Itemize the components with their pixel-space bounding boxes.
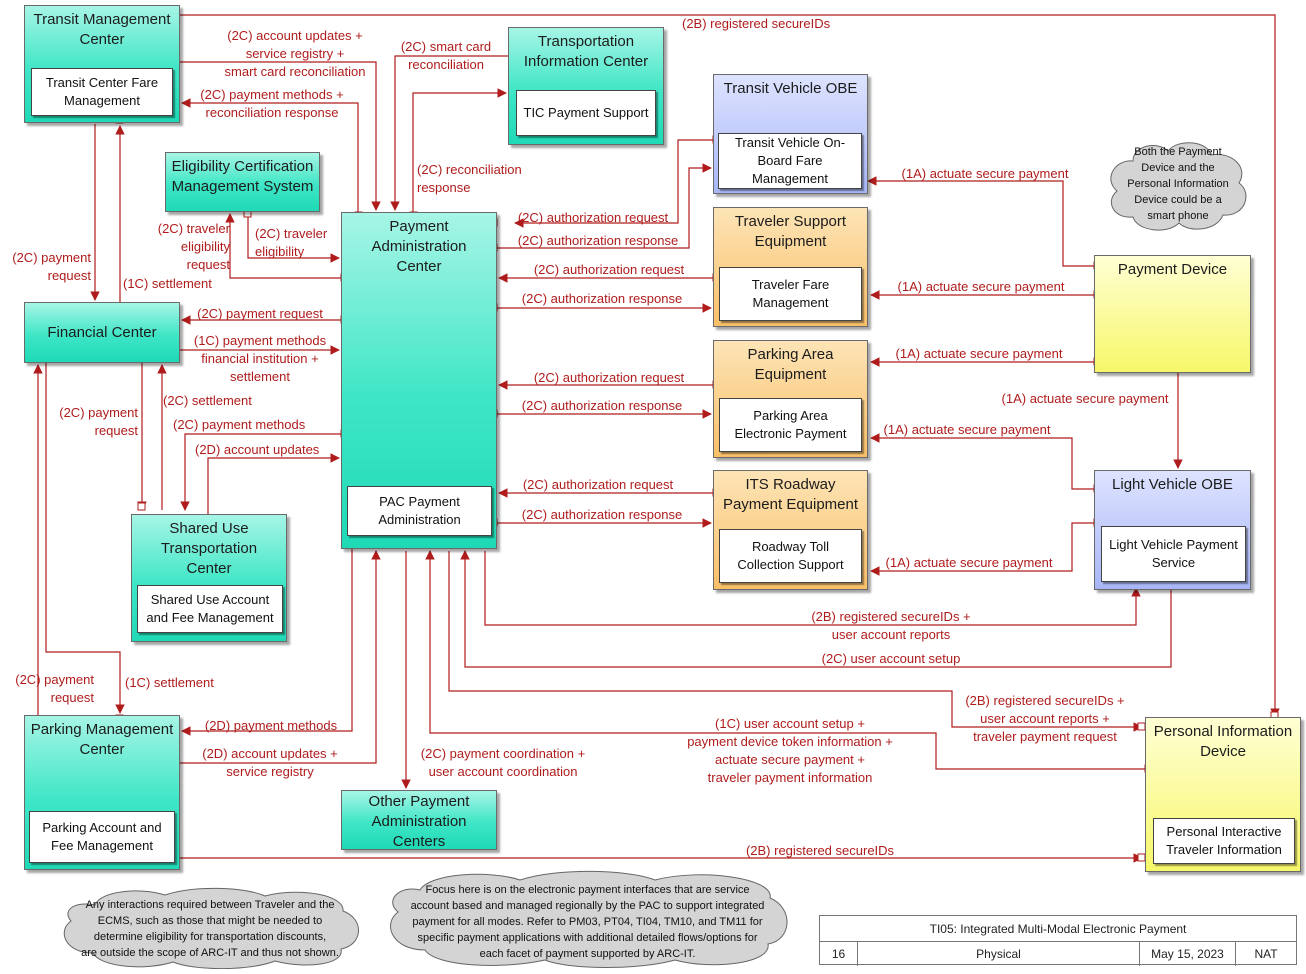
flow-label: (1A) actuate secure payment	[897, 279, 1065, 294]
node-title: ITS Roadway Payment Equipment	[722, 476, 859, 513]
transit-vehicle-obe[interactable]: Transit Vehicle OBE Transit Vehicle On- …	[713, 74, 868, 194]
node-title: Shared Use Transportation Center	[160, 520, 258, 577]
flow-label: (2C) payment request	[15, 672, 94, 705]
node-subsystem[interactable]: Shared Use Account and Fee Management	[137, 585, 283, 633]
parking-area-equipment[interactable]: Parking Area Equipment Parking Area Elec…	[713, 340, 868, 458]
node-subsystem[interactable]: PAC Payment Administration	[347, 486, 492, 536]
flow-label: (2C) payment coordination + user account…	[420, 746, 586, 779]
flow-label: (1A) actuate secure payment	[883, 422, 1051, 437]
node-title: Traveler Support Equipment	[734, 213, 847, 250]
parking-management-center[interactable]: Parking Management Center Parking Accoun…	[24, 715, 180, 870]
node-title: Transit Management Center	[33, 11, 171, 48]
flow-label: (2C) smart card reconciliation	[400, 39, 492, 72]
author: NAT	[1254, 946, 1278, 961]
node-title: Parking Management Center	[30, 721, 174, 758]
note-smart-phone: Both the Payment Device and the Personal…	[1127, 146, 1229, 222]
node-subsystem[interactable]: Light Vehicle Payment Service	[1101, 526, 1246, 582]
node-title: Light Vehicle OBE	[1112, 476, 1233, 493]
flow-label: (2C) authorization request	[533, 370, 685, 385]
flow-label: (2C) authorization response	[521, 507, 683, 522]
page-number: 16	[820, 941, 858, 966]
flow-label: (2C) payment request	[197, 306, 323, 321]
flow-label: (2B) registered secureIDs	[745, 843, 895, 858]
node-title: Transportation Information Center	[523, 33, 649, 70]
flow-label: (2C) authorization request	[517, 210, 669, 225]
flow-label: (1A) actuate secure payment	[901, 166, 1069, 181]
diagram-title: TI05: Integrated Multi-Modal Electronic …	[929, 921, 1187, 936]
node-subsystem[interactable]: Personal Interactive Traveler Informatio…	[1153, 818, 1295, 864]
note-cloud	[63, 887, 359, 969]
node-subsystem[interactable]: Traveler Fare Management	[719, 267, 862, 321]
flow-label: (2B) registered secureIDs + user account…	[811, 609, 971, 642]
flow-label: (2C) payment methods + reconciliation re…	[200, 87, 344, 120]
node-subsystem[interactable]: Parking Area Electronic Payment	[719, 398, 862, 452]
node-title: Personal Information Device	[1153, 723, 1293, 760]
flow-label: (2C) reconciliation response	[417, 162, 522, 195]
flow-label: (2C) authorization request	[533, 262, 685, 277]
flow-label: (2B) registered secureIDs + user account…	[965, 693, 1125, 744]
node-subsystem[interactable]: Transit Center Fare Management	[31, 68, 173, 116]
light-vehicle-obe[interactable]: Light Vehicle OBE Light Vehicle Payment …	[1094, 470, 1251, 590]
flow-label: (1A) actuate secure payment	[895, 346, 1063, 361]
shared-use-transportation-center[interactable]: Shared Use Transportation Center Shared …	[131, 514, 287, 642]
flow-label: (2D) payment methods	[204, 718, 338, 733]
financial-center[interactable]: Financial Center	[24, 302, 180, 363]
node-title: Payment Device	[1117, 261, 1228, 278]
flow-label: (1A) actuate secure payment	[1001, 391, 1169, 406]
flow-label: (2C) authorization response	[521, 398, 683, 413]
flow-label: (1C) payment methods financial instituti…	[193, 333, 327, 384]
node-subsystem[interactable]: TIC Payment Support	[516, 90, 656, 136]
flow-label: (2C) payment request	[59, 405, 138, 438]
personal-information-device[interactable]: Personal Information Device Personal Int…	[1145, 717, 1301, 872]
flow-label: (2C) account updates + service registry …	[224, 28, 366, 79]
title-block: TI05: Integrated Multi-Modal Electronic …	[819, 915, 1297, 966]
flow-label: (2C) user account setup	[821, 651, 961, 666]
note-ecms-scope: Any interactions required between Travel…	[81, 899, 339, 959]
transit-management-center[interactable]: Transit Management Center Transit Center…	[24, 5, 180, 123]
flow-label: (2C) payment methods	[173, 417, 306, 432]
flow-label: (2D) account updates + service registry	[202, 746, 338, 779]
node-title: Transit Vehicle OBE	[723, 80, 858, 97]
note-focus: Focus here is on the electronic payment …	[410, 884, 765, 960]
node-title: Financial Center	[47, 324, 157, 341]
traveler-support-equipment[interactable]: Traveler Support Equipment Traveler Fare…	[713, 207, 868, 327]
flow-label: (2D) account updates	[195, 442, 320, 457]
transportation-information-center[interactable]: Transportation Information Center TIC Pa…	[508, 27, 664, 145]
flow-label: (2C) authorization request	[522, 477, 674, 492]
node-title: Parking Area Equipment	[747, 346, 834, 383]
diagram-date: May 15, 2023	[1140, 941, 1236, 966]
flow-label: (1C) settlement	[125, 675, 214, 690]
flow-label: (2C) settlement	[163, 393, 252, 408]
payment-device[interactable]: Payment Device	[1094, 255, 1251, 373]
view-type: Physical	[858, 941, 1140, 966]
other-payment-administration-centers[interactable]: Other Payment Administration Centers	[341, 790, 497, 850]
node-subsystem[interactable]: Parking Account and Fee Management	[29, 811, 175, 863]
note-cloud	[390, 870, 788, 968]
eligibility-certification-management-system[interactable]: Eligibility Certification Management Sys…	[165, 152, 320, 212]
flow-label: (1C) settlement	[123, 276, 212, 291]
flow-label: (2C) traveler eligibility request	[157, 221, 230, 272]
note-cloud	[1110, 142, 1247, 231]
flow-label: (2B) registered secureIDs	[682, 16, 831, 31]
its-roadway-payment-equipment[interactable]: ITS Roadway Payment Equipment Roadway To…	[713, 470, 868, 590]
node-subsystem[interactable]: Roadway Toll Collection Support	[719, 529, 862, 583]
flow-label: (1A) actuate secure payment	[885, 555, 1053, 570]
flow-label: (2C) authorization response	[521, 291, 683, 306]
node-title: Other Payment Administration Centers	[368, 793, 470, 850]
flow-label: (1C) user account setup + payment device…	[687, 716, 893, 785]
flow-label: (2C) payment request	[12, 250, 91, 283]
flow-label: (2C) traveler eligibility	[255, 226, 328, 259]
payment-administration-center[interactable]: Payment Administration Center PAC Paymen…	[341, 212, 497, 549]
node-title: Payment Administration Center	[371, 218, 467, 275]
flow-label: (2C) authorization response	[517, 233, 679, 248]
node-title: Eligibility Certification Management Sys…	[171, 158, 314, 195]
node-subsystem[interactable]: Transit Vehicle On- Board Fare Managemen…	[718, 133, 862, 189]
